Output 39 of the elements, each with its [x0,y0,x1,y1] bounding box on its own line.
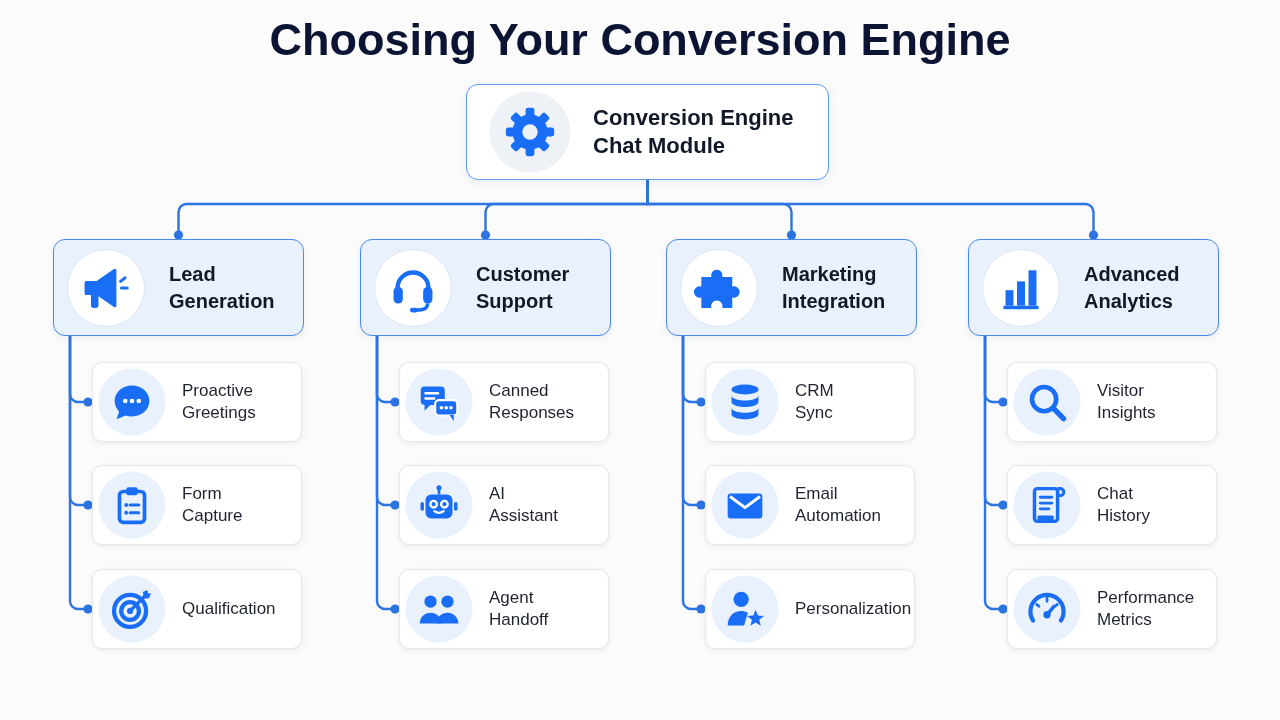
connector-line [68,336,93,614]
category-title: Marketing Integration [782,261,886,314]
feature-label: Personalization [795,598,912,620]
category-title: Lead Generation [169,261,275,314]
feature-label: Chat History [1097,483,1150,527]
feature-label: AI Assistant [489,483,558,527]
feature-label: Agent Handoff [489,587,549,631]
feature-card [399,465,609,545]
diagram-title: Choosing Your Conversion Engine [269,13,1011,67]
category-box [968,239,1219,336]
connector-line [375,336,400,614]
feature-label: Canned Responses [489,380,575,424]
category-box [53,239,304,336]
feature-label: Qualification [182,598,276,620]
feature-label: Performance Metrics [1097,587,1195,631]
feature-label: CRM Sync [795,380,834,424]
category-title: Customer Support [476,261,570,314]
connector-line [983,336,1008,614]
module-box [466,84,829,180]
feature-label: Visitor Insights [1097,380,1156,424]
feature-label: Email Automation [795,483,881,527]
feature-card [399,362,609,442]
feature-card [1007,569,1217,649]
feature-card [1007,362,1217,442]
category-box [666,239,917,336]
feature-card [92,465,302,545]
feature-label: Proactive Greetings [182,380,256,424]
feature-card [399,569,609,649]
category-box [360,239,611,336]
connector-line [681,336,706,614]
feature-card [705,362,915,442]
feature-card [1007,465,1217,545]
feature-card [92,362,302,442]
feature-label: Form Capture [182,483,243,527]
feature-card [705,569,915,649]
category-title: Advanced Analytics [1084,261,1180,314]
feature-card [92,569,302,649]
feature-card [705,465,915,545]
module-title: Conversion Engine Chat Module [593,104,795,160]
